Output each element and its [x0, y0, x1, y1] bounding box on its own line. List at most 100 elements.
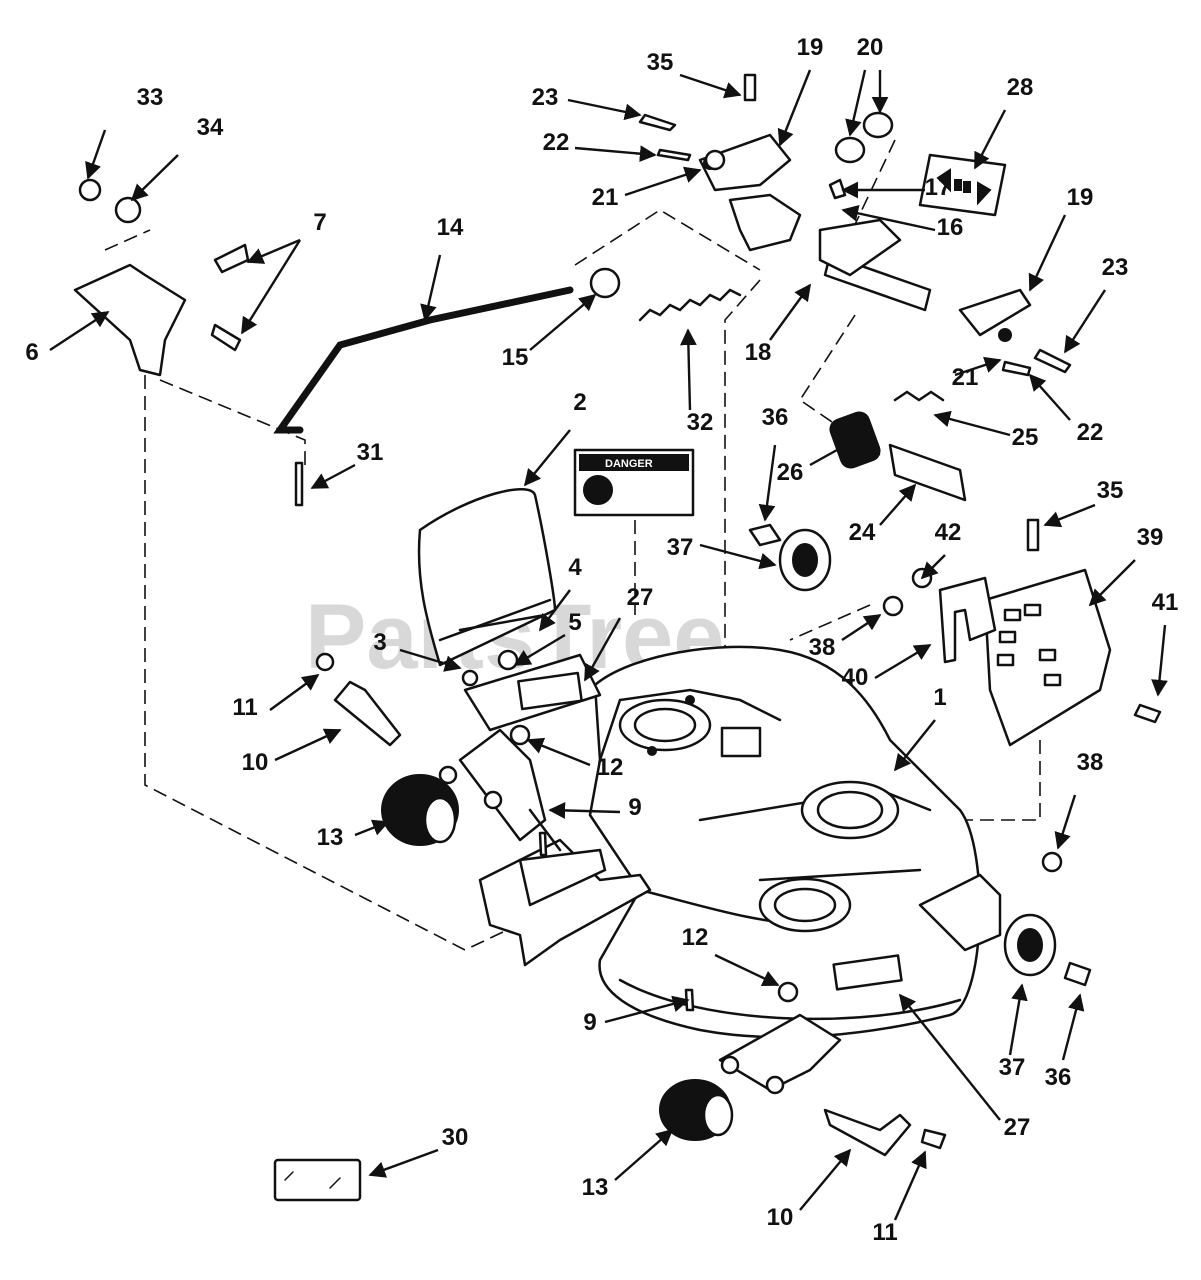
callout-c26: 26: [777, 459, 804, 486]
callout-leaders: [49, 69, 1168, 1221]
leader-c10b-0: [799, 1148, 852, 1211]
callout-c15: 15: [502, 344, 529, 371]
leader-c23b-0: [1063, 289, 1107, 354]
callout-c20: 20: [857, 34, 884, 61]
leader-c39-0: [1088, 559, 1136, 607]
leader-c32-0: [679, 328, 697, 411]
callout-c2: 2: [573, 389, 586, 416]
callout-c35a: 35: [647, 49, 674, 76]
lift-spring: [638, 288, 742, 322]
callout-c25: 25: [1012, 424, 1039, 451]
leader-c36b-0: [1061, 993, 1085, 1061]
callout-c39: 39: [1137, 524, 1164, 551]
callout-c38b: 38: [1077, 749, 1104, 776]
callout-c22a: 22: [543, 129, 570, 156]
danger-decal: DANGER: [573, 448, 695, 517]
height-plate: [983, 568, 1112, 747]
callout-c38a: 38: [809, 634, 836, 661]
leader-c42-0: [920, 554, 946, 580]
callout-c1: 1: [933, 684, 946, 711]
leader-c4-0: [538, 589, 571, 632]
leader-c35a-0: [679, 73, 742, 99]
leader-c2-0: [523, 429, 571, 487]
leader-c30-0: [368, 1148, 439, 1178]
leader-c15-0: [529, 293, 597, 351]
callout-c7: 7: [313, 209, 326, 236]
callout-c3: 3: [373, 629, 386, 656]
leader-c18-0: [769, 283, 811, 341]
leader-c1-0: [893, 719, 936, 772]
leader-c25-0: [933, 410, 1011, 437]
leader-c9a-0: [548, 802, 621, 819]
callout-c16: 16: [937, 214, 964, 241]
callout-c24: 24: [849, 519, 876, 546]
leader-c28-0: [973, 109, 1007, 170]
leader-c16-0: [841, 205, 936, 232]
callout-c23b: 23: [1102, 254, 1129, 281]
leader-c34-0: [130, 154, 179, 202]
leader-c7-0: [246, 238, 301, 264]
leader-c35b-0: [1043, 503, 1096, 528]
discharge-chute: [417, 487, 602, 732]
left-bracket: [438, 728, 652, 967]
leader-c5-0: [513, 633, 566, 667]
callout-c21b: 21: [952, 364, 979, 391]
wheel-axle-lower: [823, 1108, 912, 1157]
callout-c36a: 36: [762, 404, 789, 431]
callout-c34: 34: [197, 114, 224, 141]
callout-c36b: 36: [1045, 1064, 1072, 1091]
rear-roller: [1003, 913, 1057, 977]
height-decal: [918, 153, 1007, 217]
small-decal: [273, 1158, 362, 1202]
leader-c22b-0: [1028, 373, 1071, 421]
callout-c19a: 19: [797, 34, 824, 61]
leader-c12b-0: [714, 953, 780, 987]
leader-c12a-0: [526, 737, 591, 767]
leader-c37b-0: [1008, 983, 1028, 1056]
leader-c22a-0: [574, 145, 657, 163]
mower-deck: [588, 645, 981, 1039]
callout-c22b: 22: [1077, 419, 1104, 446]
callout-c35b: 35: [1097, 477, 1124, 504]
leader-c20-0: [845, 69, 867, 137]
leader-c11a-0: [269, 674, 320, 711]
leader-c13b-0: [614, 1128, 674, 1181]
leader-c40-0: [874, 643, 932, 680]
pivot-pin: [888, 443, 967, 502]
callout-c37b: 37: [999, 1054, 1026, 1081]
callout-c4: 4: [568, 554, 582, 581]
callout-c40: 40: [842, 664, 869, 691]
callout-c11b: 11: [872, 1219, 897, 1246]
callout-c5: 5: [568, 609, 581, 636]
callout-c42: 42: [935, 519, 962, 546]
callout-c12b: 12: [682, 924, 709, 951]
leader-c13a-0: [354, 819, 390, 837]
callout-c17: 17: [925, 174, 952, 201]
callout-c13b: 13: [582, 1174, 609, 1201]
leader-c27a-0: [583, 617, 622, 682]
leader-c14-0: [420, 254, 442, 322]
callout-c10b: 10: [767, 1204, 794, 1231]
wheel-axle-upper: [333, 680, 402, 747]
callout-c11a: 11: [232, 694, 257, 721]
callout-c10a: 10: [242, 749, 269, 776]
leader-c7-1: [240, 239, 302, 335]
leader-c24-0: [879, 483, 917, 526]
callout-c27b: 27: [1004, 1114, 1031, 1141]
callout-c18: 18: [745, 339, 772, 366]
lift-shaft-assembly: [698, 133, 1032, 342]
gauge-wheel-lower: [659, 1079, 734, 1141]
leader-c10a-0: [274, 728, 342, 762]
lift-link: [73, 263, 187, 377]
callout-c21a: 21: [592, 184, 619, 211]
callout-c19b: 19: [1067, 184, 1094, 211]
front-roller: [748, 523, 832, 592]
callout-c9a: 9: [628, 794, 641, 821]
lift-rod: [273, 286, 574, 434]
leader-c6-0: [49, 310, 110, 352]
leader-c33-0: [85, 129, 107, 180]
callout-c6: 6: [25, 339, 38, 366]
gauge-wheel-upper: [381, 774, 459, 846]
